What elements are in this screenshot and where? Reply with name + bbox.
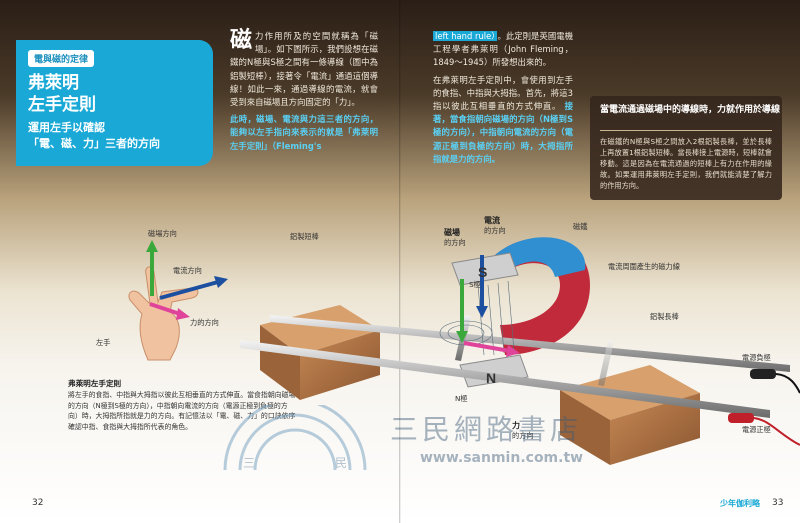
force-direction-label-2: 的方向	[512, 431, 534, 440]
page-title: 弗萊明 左手定則	[28, 72, 96, 116]
diagram-current-arrow-head	[476, 306, 488, 318]
s-pole-block	[451, 252, 519, 286]
hand-field-label: 磁場方向	[148, 229, 177, 238]
s-pole-label: S極	[469, 280, 481, 289]
long-rod-front	[240, 340, 770, 418]
current-arrow-shaft	[159, 280, 219, 300]
field-direction-label-1: 磁場	[444, 228, 460, 237]
force-direction-label-1: 力	[512, 421, 520, 430]
diagram-force-arrow-head	[506, 345, 520, 357]
hand-shape	[128, 266, 199, 361]
n-letter: N	[486, 370, 496, 386]
title-line-2: 左手定則	[28, 95, 96, 115]
long-rod-label: 鋁製長棒	[650, 312, 679, 321]
hand-force-label: 力的方向	[190, 318, 219, 327]
caption-title: 弗萊明左手定則	[68, 379, 122, 388]
hand-current-label: 電流方向	[173, 266, 202, 275]
wood-block-left-side	[260, 325, 300, 400]
current-direction-label-2: 的方向	[484, 226, 506, 235]
watermark-text: 三民網路書店	[390, 413, 583, 446]
page-subtitle: 運用左手以確認 「電、磁、力」三者的方向	[28, 120, 160, 152]
page-number-left: 32	[32, 498, 44, 508]
watermark-url: www.sanmin.com.tw	[420, 450, 584, 466]
force-arrow-shaft	[149, 302, 181, 316]
body-column-1: 磁力作用所及的空間就稱為「磁場」。如下圖所示，我們設想在磁鐵的N極與S極之間有一…	[230, 30, 378, 153]
paragraph-3-highlight: 接著，當食指朝向磁場的方向（N極到S極的方向），中指朝向電流的方向（電源正極到負…	[433, 101, 573, 164]
short-rod-label: 鋁製短棒	[290, 232, 319, 241]
left-hand-illustration	[128, 240, 228, 361]
force-arrow-head	[176, 308, 190, 320]
paragraph-3: 在弗萊明左手定則中，會使用到左手的食指、中指與大拇指。首先，將這3指以彼此互相垂…	[433, 74, 573, 112]
info-box-divider	[600, 130, 772, 131]
field-direction-label-2: 的方向	[444, 238, 466, 247]
page-spine	[399, 0, 401, 523]
diagram-field-arrow-head	[456, 331, 468, 343]
negative-terminal-clip	[750, 369, 776, 379]
caption-body: 將左手的食指、中指與大拇指以彼此互相垂直的方式伸直。當食指朝向磁場的方向（N極到…	[68, 391, 296, 431]
drop-cap: 磁	[230, 28, 253, 53]
magnet-s-half	[495, 237, 586, 277]
section-tag: 電與磁的定律	[28, 50, 95, 67]
title-card: 電與磁的定律 弗萊明 左手定則 運用左手以確認 「電、磁、力」三者的方向	[16, 40, 213, 166]
paragraph-1: 力作用所及的空間就稱為「磁場」。如下圖所示，我們設想在磁鐵的N極與S極之間有一條…	[230, 31, 378, 108]
paragraph-2-continued: 。此定則是英國電機工程學者弗萊明（John Fleming，1849～1945）…	[433, 31, 573, 68]
current-arrow-head	[214, 276, 228, 288]
info-box-title: 當電流通過磁場中的導線時，力就作用於導線	[600, 105, 781, 115]
magnet-label: 磁鐵	[573, 222, 588, 231]
s-letter: S	[478, 264, 487, 280]
diagram-force-arrow	[463, 341, 511, 353]
subtitle-line-2: 「電、磁、力」三者的方向	[28, 137, 160, 150]
paragraph-2-highlight: 此時，磁場、電流與力這三者的方向，能夠以左手指向來表示的就是「弗萊明左手定則」（…	[230, 114, 378, 151]
circular-field-label: 電流周圍產生的磁力線	[608, 262, 680, 271]
paragraph-2-continued-highlight: left hand rule）	[433, 31, 498, 41]
negative-wire	[775, 373, 800, 394]
negative-terminal-label: 電源負極	[742, 353, 771, 362]
positive-wire	[753, 417, 800, 446]
positive-terminal-clip	[728, 413, 754, 423]
n-pole-label: N極	[455, 394, 468, 403]
wood-block-right-front	[610, 393, 700, 465]
watermark-logo: 三 民	[223, 405, 367, 471]
series-footer: 少年伽利略	[720, 499, 760, 508]
title-line-1: 弗萊明	[28, 73, 79, 93]
info-box: 當電流通過磁場中的導線時，力就作用於導線 在磁鐵的N極與S極之間放入2根鋁製長棒…	[590, 96, 782, 200]
field-lines	[439, 280, 515, 356]
short-rod-ghost	[598, 340, 614, 386]
page-number-right: 33	[772, 498, 784, 508]
info-box-body: 在磁鐵的N極與S極之間放入2根鋁製長棒，並於長棒上再放置1根鋁製短棒。當長棒接上…	[600, 137, 772, 190]
hand-left-label: 左手	[96, 338, 111, 347]
watermark-logo-left: 三	[243, 456, 255, 470]
field-arrow-head	[146, 240, 158, 252]
wood-block-right-side	[560, 390, 610, 465]
long-rod-back	[270, 315, 790, 372]
wood-block-left-front	[300, 330, 380, 400]
current-direction-label-1: 電流	[484, 216, 500, 225]
magnet-rod-diagram: S N	[240, 237, 800, 465]
watermark-logo-right: 民	[335, 456, 347, 470]
positive-terminal-label: 電源正極	[742, 425, 771, 434]
body-column-2: left hand rule）。此定則是英國電機工程學者弗萊明（John Fle…	[433, 30, 573, 166]
subtitle-line-1: 運用左手以確認	[28, 121, 105, 134]
